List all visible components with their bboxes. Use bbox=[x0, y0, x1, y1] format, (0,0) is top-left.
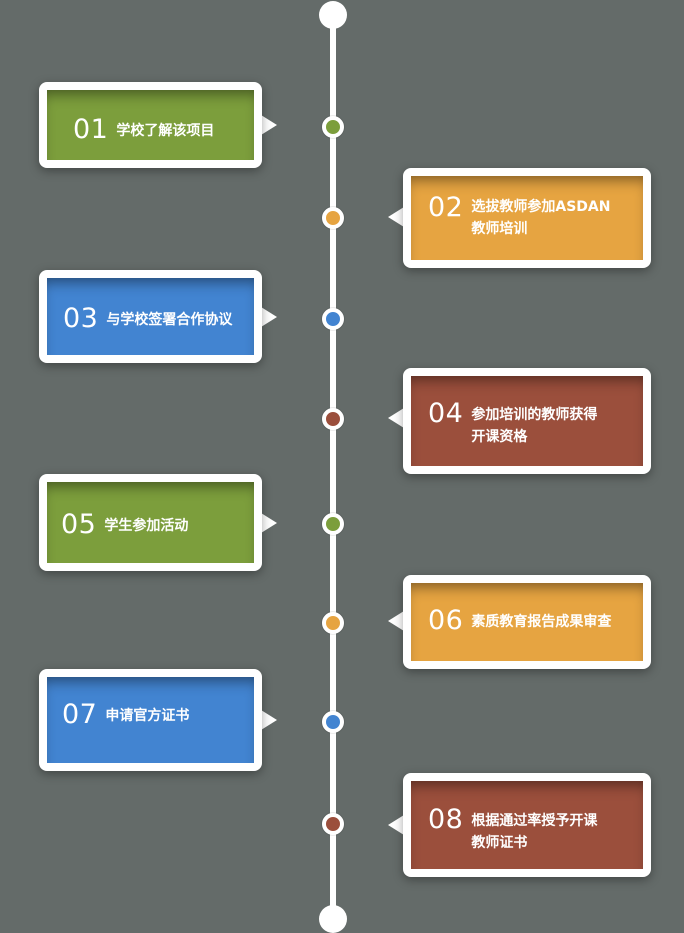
step-number: 01 bbox=[73, 114, 109, 145]
card-pointer-4 bbox=[388, 408, 404, 428]
card-pointer-3 bbox=[261, 307, 277, 327]
step-card-8: 08 根据通过率授予开课 教师证书 bbox=[403, 773, 651, 877]
step-card-7: 07 申请官方证书 bbox=[39, 669, 262, 771]
step-number: 04 bbox=[428, 398, 464, 429]
card-pointer-8 bbox=[388, 815, 404, 835]
timeline-dot-3 bbox=[322, 308, 344, 330]
timeline-dot-8 bbox=[322, 813, 344, 835]
timeline-dot-6 bbox=[322, 612, 344, 634]
card-pointer-1 bbox=[261, 115, 277, 135]
timeline-dot-4 bbox=[322, 408, 344, 430]
timeline-dot-5 bbox=[322, 513, 344, 535]
card-pointer-6 bbox=[388, 611, 404, 631]
step-text: 素质教育报告成果审查 bbox=[471, 614, 612, 630]
step-card-2: 02 选拔教师参加ASDAN 教师培训 bbox=[403, 168, 651, 268]
step-text: 参加培训的教师获得 开课资格 bbox=[471, 407, 598, 445]
step-text: 学生参加活动 bbox=[104, 518, 189, 534]
step-text: 申请官方证书 bbox=[105, 708, 190, 724]
step-number: 07 bbox=[62, 699, 98, 730]
step-number: 05 bbox=[61, 509, 97, 540]
step-card-4: 04 参加培训的教师获得 开课资格 bbox=[403, 368, 651, 474]
card-pointer-2 bbox=[388, 207, 404, 227]
timeline-dot-7 bbox=[322, 711, 344, 733]
step-text: 根据通过率授予开课 教师证书 bbox=[471, 813, 598, 851]
timeline-start-node bbox=[319, 1, 347, 29]
step-card-5: 05 学生参加活动 bbox=[39, 474, 262, 571]
timeline-end-node bbox=[319, 905, 347, 933]
timeline-line bbox=[330, 14, 336, 919]
step-number: 02 bbox=[428, 192, 464, 223]
step-text: 与学校签署合作协议 bbox=[106, 312, 233, 328]
timeline-dot-1 bbox=[322, 116, 344, 138]
step-card-3: 03 与学校签署合作协议 bbox=[39, 270, 262, 363]
step-number: 08 bbox=[428, 804, 464, 835]
card-pointer-7 bbox=[261, 710, 277, 730]
step-number: 06 bbox=[428, 605, 464, 636]
step-card-6: 06 素质教育报告成果审查 bbox=[403, 575, 651, 669]
card-pointer-5 bbox=[261, 513, 277, 533]
step-card-1: 01 学校了解该项目 bbox=[39, 82, 262, 168]
step-text: 学校了解该项目 bbox=[116, 123, 215, 139]
timeline-dot-2 bbox=[322, 207, 344, 229]
step-text: 选拔教师参加ASDAN 教师培训 bbox=[471, 199, 611, 237]
step-number: 03 bbox=[63, 303, 99, 334]
